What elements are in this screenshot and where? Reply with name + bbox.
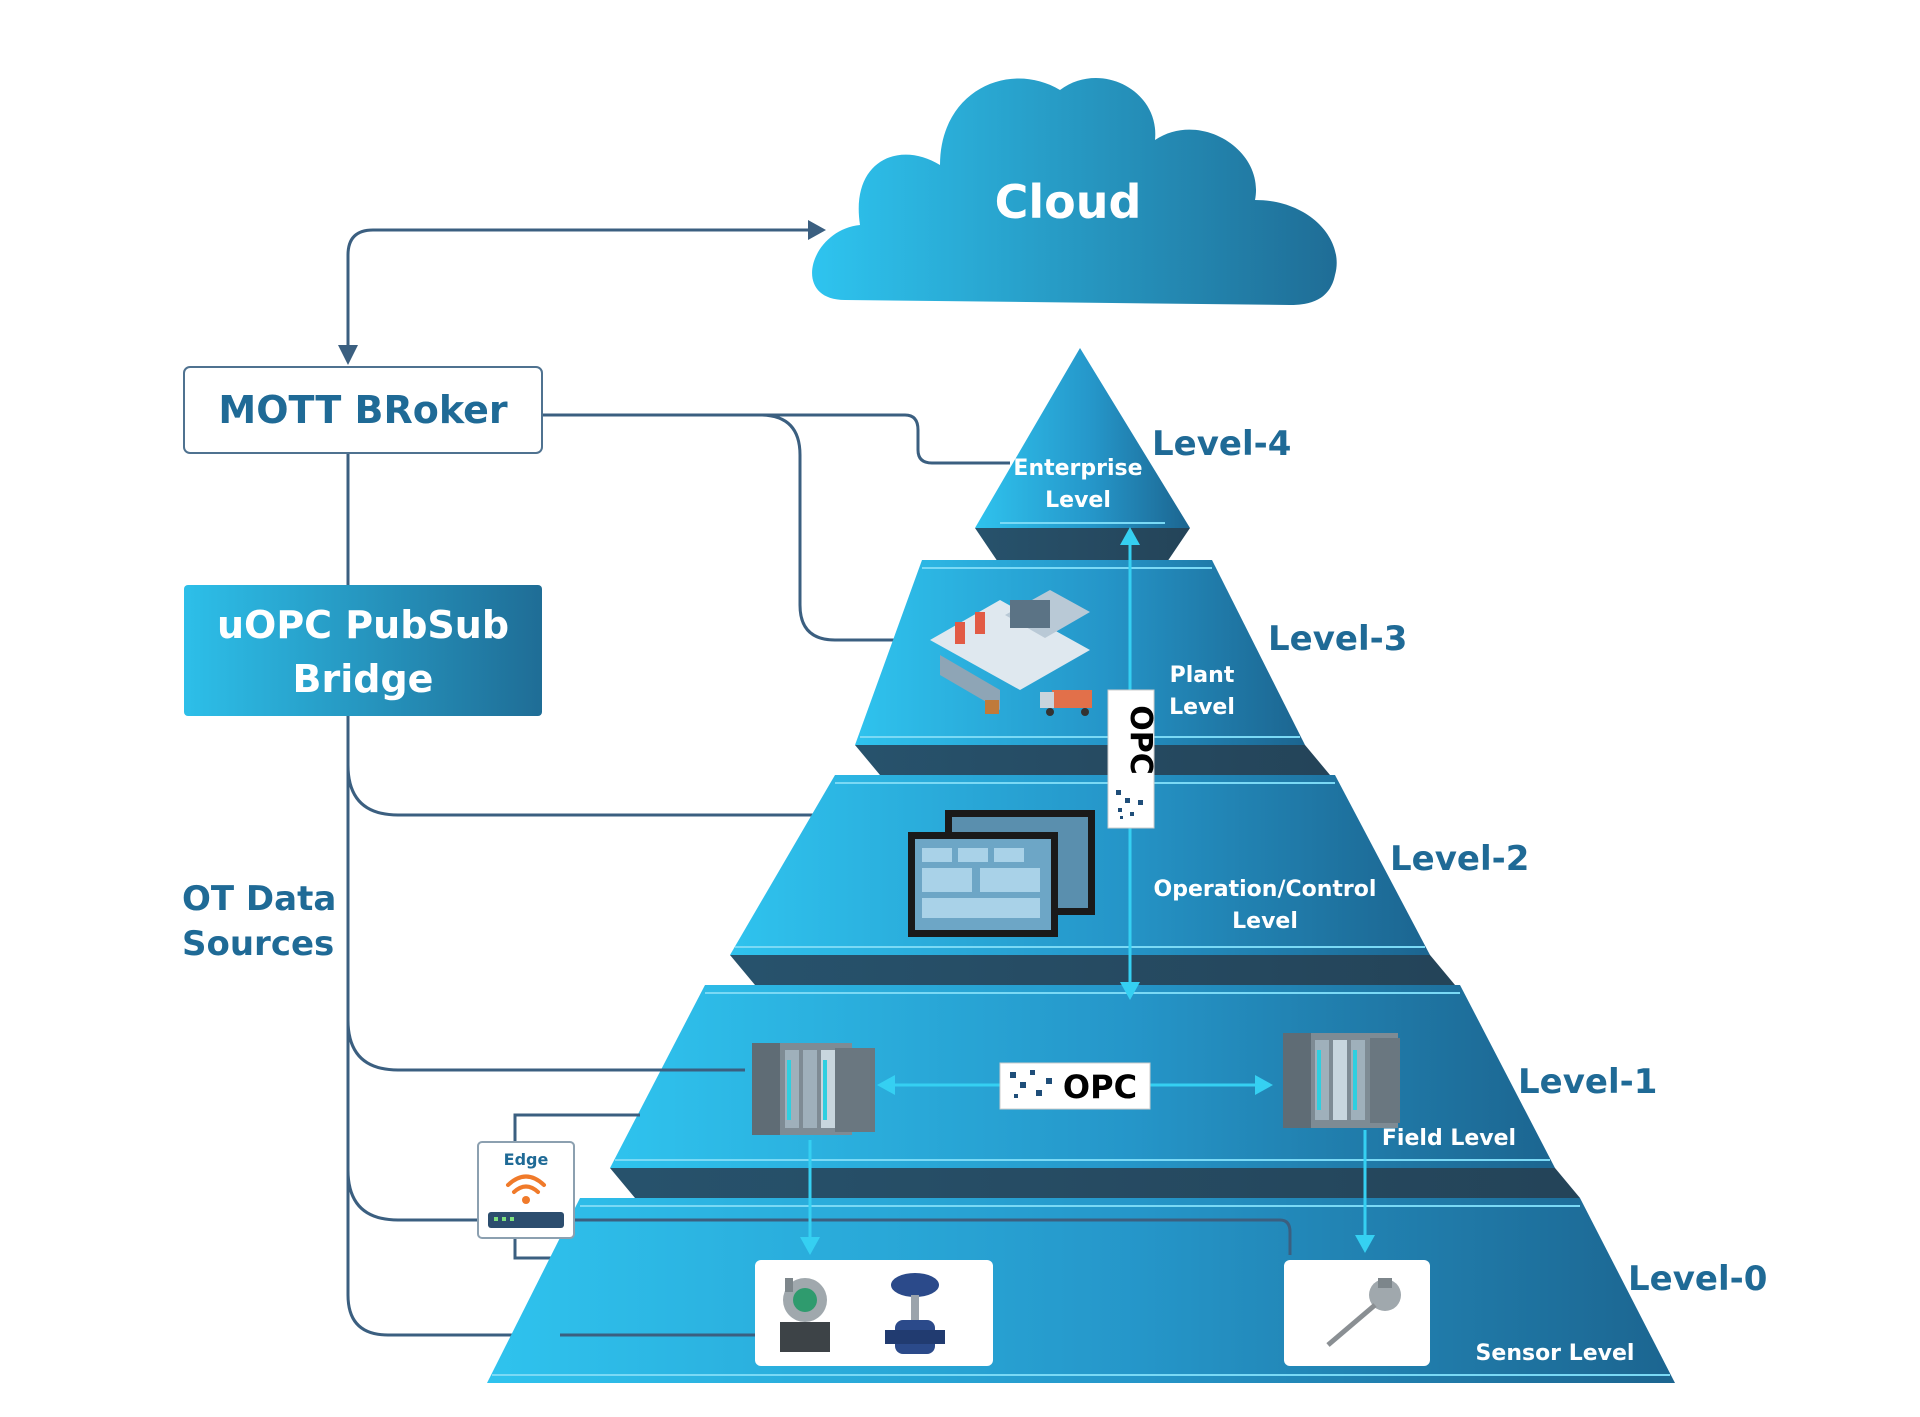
vertical-opc-link: OPC (1107, 527, 1158, 1000)
edge-bracket (513, 1113, 640, 1142)
tier-level-4 (975, 348, 1190, 528)
field-to-sensor-links (800, 1130, 1375, 1255)
temperature-probe-icon (1326, 1278, 1401, 1347)
bridge-label-line1: uOPC PubSub (217, 603, 509, 647)
opc-logo-dots-icon (1010, 1070, 1052, 1098)
level-4-name-line1: Enterprise (1013, 456, 1142, 481)
broker-plant-connector (759, 413, 935, 642)
ot-trunk-line (346, 452, 755, 1337)
sensor-card-right[interactable] (1284, 1260, 1430, 1366)
arrow-down-icon (1120, 982, 1140, 1000)
level-2-tag: Level-2 (1390, 839, 1529, 879)
ot-sources-label-line1: OT Data (182, 879, 336, 919)
level-3-name-line2: Level (1169, 695, 1235, 720)
arrow-left-icon (877, 1075, 895, 1095)
level-4-tag: Level-4 (1152, 424, 1291, 464)
pyramid-shadows (610, 528, 1580, 1198)
broker-label: MOTT BRoker (218, 388, 507, 432)
wifi-dot-icon (522, 1196, 530, 1204)
wifi-icon (506, 1174, 546, 1194)
pressure-transmitter-icon (780, 1278, 830, 1352)
level-3-name-line1: Plant (1170, 663, 1235, 688)
bridge-operation-connector (346, 764, 900, 817)
arrow-right-icon (1255, 1075, 1273, 1095)
opc-pubsub-bridge-box[interactable]: uOPC PubSub Bridge (184, 585, 542, 716)
level-1-name: Field Level (1382, 1126, 1516, 1151)
factory-illustration-icon (930, 590, 1092, 716)
broker-enterprise-connector (540, 413, 1010, 465)
mqtt-broker-box[interactable]: MOTT BRoker (183, 366, 543, 454)
arrow-down-icon (1355, 1235, 1375, 1253)
cloud-node: Cloud (812, 78, 1337, 306)
level-4-name-line2: Level (1045, 488, 1111, 513)
level-0-name: Sensor Level (1476, 1341, 1635, 1366)
router-icon (488, 1212, 564, 1228)
bridge-label-line2: Bridge (293, 657, 434, 701)
cloud-label: Cloud (995, 175, 1142, 229)
cloud-shape (812, 78, 1337, 306)
opc-logo-text-vertical: OPC (1123, 705, 1158, 775)
arrow-down-icon (800, 1237, 820, 1255)
arrow-to-broker (338, 345, 358, 365)
level-2-name-line1: Operation/Control (1154, 877, 1377, 902)
plc-controller-right-icon[interactable] (1283, 1033, 1400, 1128)
hmi-panel-icon (908, 810, 1095, 937)
ot-sources-label-line2: Sources (182, 924, 334, 964)
trunk-field-connector (346, 1019, 745, 1072)
control-valve-icon (885, 1273, 945, 1354)
edge-label: Edge (504, 1150, 549, 1169)
level-1-tag: Level-1 (1518, 1062, 1657, 1102)
edge-device-box[interactable]: Edge (477, 1141, 575, 1239)
opc-logo-dots-icon (1116, 790, 1143, 819)
level-3-tag: Level-3 (1268, 619, 1407, 659)
arrow-up-icon (1120, 527, 1140, 545)
opc-logo-vertical: OPC (1107, 689, 1158, 829)
level-2-name-line2: Level (1232, 909, 1298, 934)
opc-logo-text-horizontal: OPC (1063, 1068, 1137, 1106)
arrow-to-cloud (808, 220, 826, 240)
broker-cloud-connector (346, 228, 808, 362)
level-0-tag: Level-0 (1628, 1259, 1767, 1299)
plc-controller-left-icon[interactable] (752, 1043, 875, 1135)
sensor-card-left[interactable] (755, 1260, 993, 1366)
horizontal-opc-link: OPC (877, 1062, 1273, 1110)
